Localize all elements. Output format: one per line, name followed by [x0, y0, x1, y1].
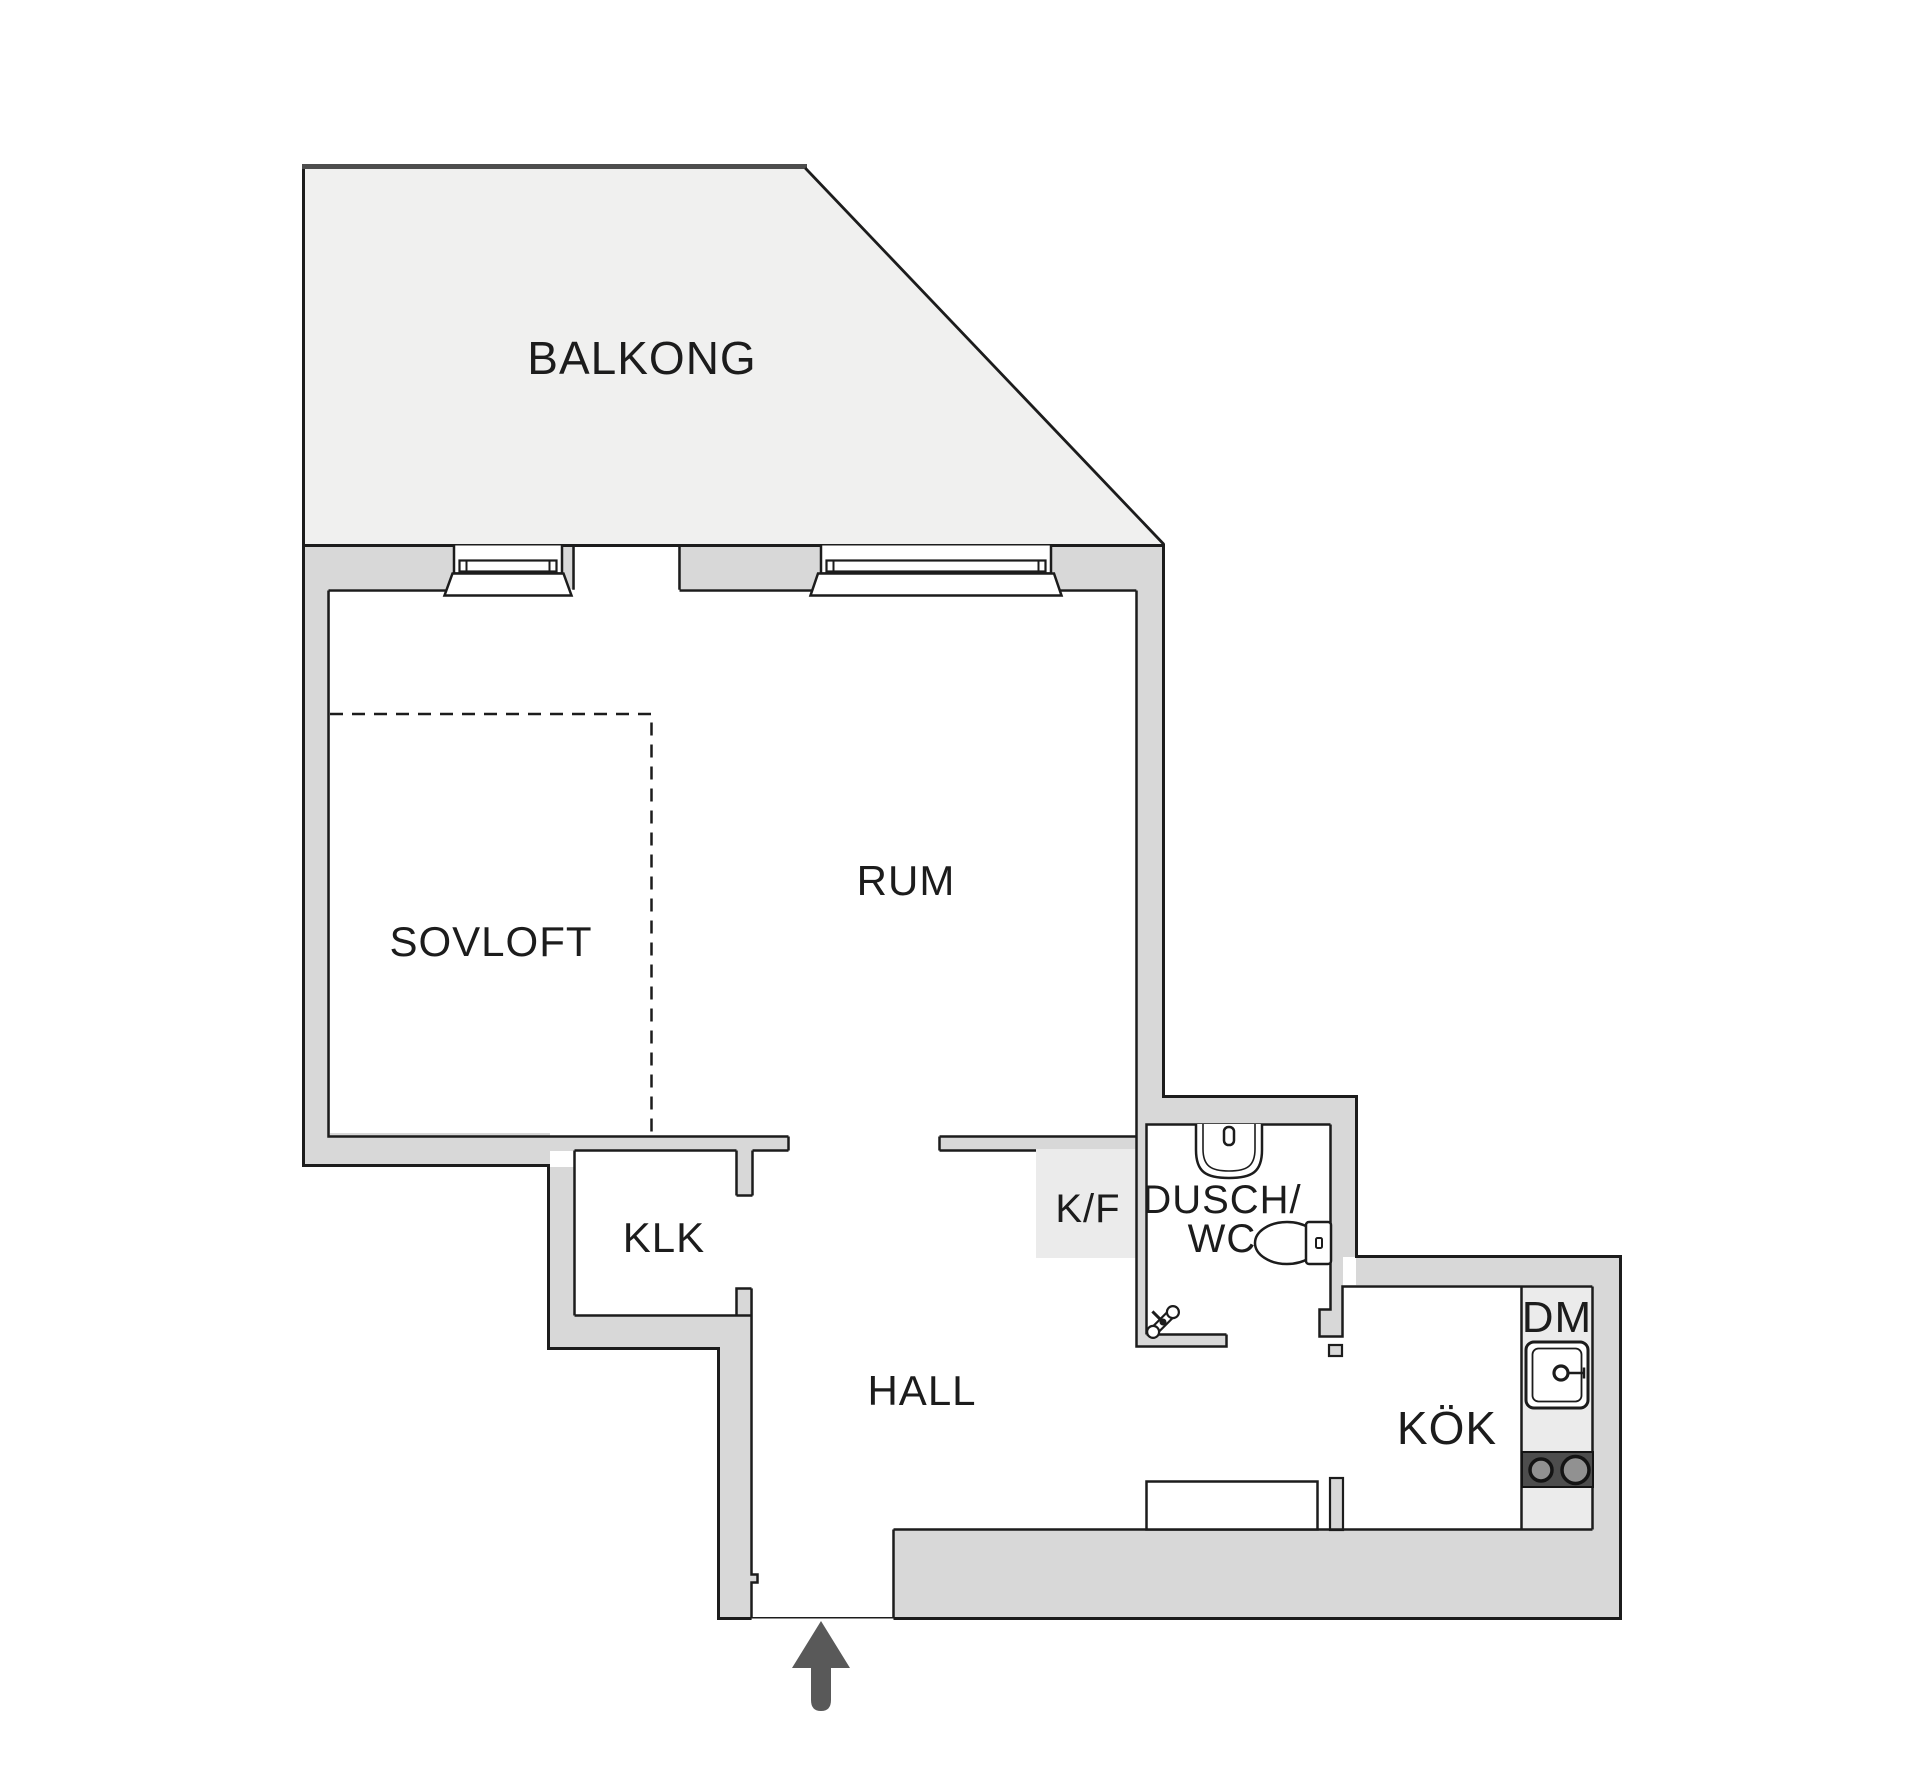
- wall-entry-left: [718, 1350, 752, 1620]
- wall-rum-right: [1137, 589, 1164, 1095]
- balcony-area: [302, 167, 1165, 545]
- washbasin-inner-line: [1202, 1124, 1256, 1172]
- kitchen-fixtures: [1521, 1340, 1594, 1488]
- washbasin-faucet-icon: [1222, 1125, 1236, 1147]
- line-klk-left-bottom: [573, 1150, 752, 1317]
- kitchen-sink-inner-line: [1531, 1347, 1583, 1403]
- wall-bottom-band: [893, 1529, 1622, 1619]
- wall-bath-right: [1330, 1095, 1358, 1257]
- balcony-railing-diagonal-edge: [804, 167, 1166, 546]
- stove-burner-right: [1560, 1454, 1591, 1486]
- window-1-sill: [442, 572, 574, 597]
- room-label-klk: KLK: [623, 1214, 705, 1261]
- wall-klk-left: [548, 1167, 574, 1350]
- window-2-pane: [825, 559, 1047, 573]
- entrance-arrow-icon: [792, 1621, 850, 1711]
- window-2-sill: [808, 572, 1064, 597]
- hall-wardrobe: [1145, 1480, 1319, 1531]
- wall-sovloft-bottom: [302, 1133, 550, 1167]
- line-left-inner: [327, 590, 789, 1138]
- kf-cabinet: [1036, 1149, 1137, 1258]
- kitchen-faucet-icon: [1552, 1364, 1570, 1382]
- wall-left: [302, 589, 330, 1167]
- room-label-dusch: DUSCH/: [1142, 1178, 1301, 1222]
- balcony-door-opening: [575, 547, 678, 602]
- outer-boundary-right: [302, 544, 1622, 1620]
- line-hall-band-right: [938, 1135, 1137, 1152]
- kitchen-opening-jamb-lower: [1328, 1476, 1345, 1532]
- wall-outlines: [302, 166, 1622, 1620]
- balcony-door-jambs: [572, 546, 681, 590]
- line-klk-jamb-top: [735, 1150, 754, 1197]
- room-label-dm: DM: [1522, 1293, 1592, 1342]
- bathroom-fixtures: [1146, 1124, 1333, 1339]
- line-bath-inner: [1145, 1123, 1331, 1335]
- washbasin-icon: [1194, 1124, 1264, 1180]
- room-label-kf: K/F: [1055, 1187, 1120, 1231]
- kitchen-opening-jamb-upper: [1327, 1343, 1344, 1358]
- wall-bath-right-column: [1330, 1257, 1343, 1337]
- line-bath-right-kitchen-top: [1318, 1124, 1593, 1338]
- stove-burner-left: [1528, 1457, 1554, 1483]
- wall-bath-door-jamb: [1320, 1310, 1330, 1337]
- toilet-flush-button: [1315, 1237, 1323, 1249]
- windows: [442, 545, 1064, 597]
- room-label-wc: WC: [1188, 1217, 1257, 1261]
- window-1-pane: [458, 559, 558, 573]
- room-label-hall: HALL: [867, 1367, 976, 1414]
- wall-klk-bottom: [574, 1316, 753, 1350]
- wall-fills: [302, 544, 1622, 1620]
- wall-entry-jamb-notch: [750, 1574, 758, 1583]
- wall-bath-bottom: [1137, 1335, 1227, 1347]
- wall-rum-hall-right: [939, 1137, 1137, 1151]
- room-label-rum: RUM: [857, 857, 956, 904]
- interior-lines: [327, 546, 1594, 1619]
- outer-boundary-left: [302, 166, 752, 1620]
- room-label-kok: KÖK: [1397, 1402, 1497, 1454]
- line-rum-right-inner: [1135, 590, 1228, 1348]
- wall-klk-door-jamb-bottom: [736, 1288, 753, 1316]
- line-klk-jamb-bottom: [735, 1287, 752, 1316]
- line-entry-wall-inner: [750, 1288, 759, 1619]
- wall-rum-hall-left: [548, 1137, 789, 1151]
- wall-kitchen-top: [1356, 1255, 1621, 1285]
- window-2-pane-ticks: [832, 560, 1040, 572]
- sovloft-dashed-boundary: [330, 712, 653, 1132]
- window-1-pane-ticks: [465, 560, 551, 572]
- wall-bath-left: [1137, 1125, 1147, 1347]
- room-label-sovloft: SOVLOFT: [389, 918, 592, 965]
- wall-klk-door-jamb-top: [736, 1150, 753, 1196]
- shower-mixer-icon: [1146, 1305, 1180, 1339]
- wall-bath-top: [1137, 1095, 1358, 1125]
- room-label-balkong: BALKONG: [527, 332, 756, 384]
